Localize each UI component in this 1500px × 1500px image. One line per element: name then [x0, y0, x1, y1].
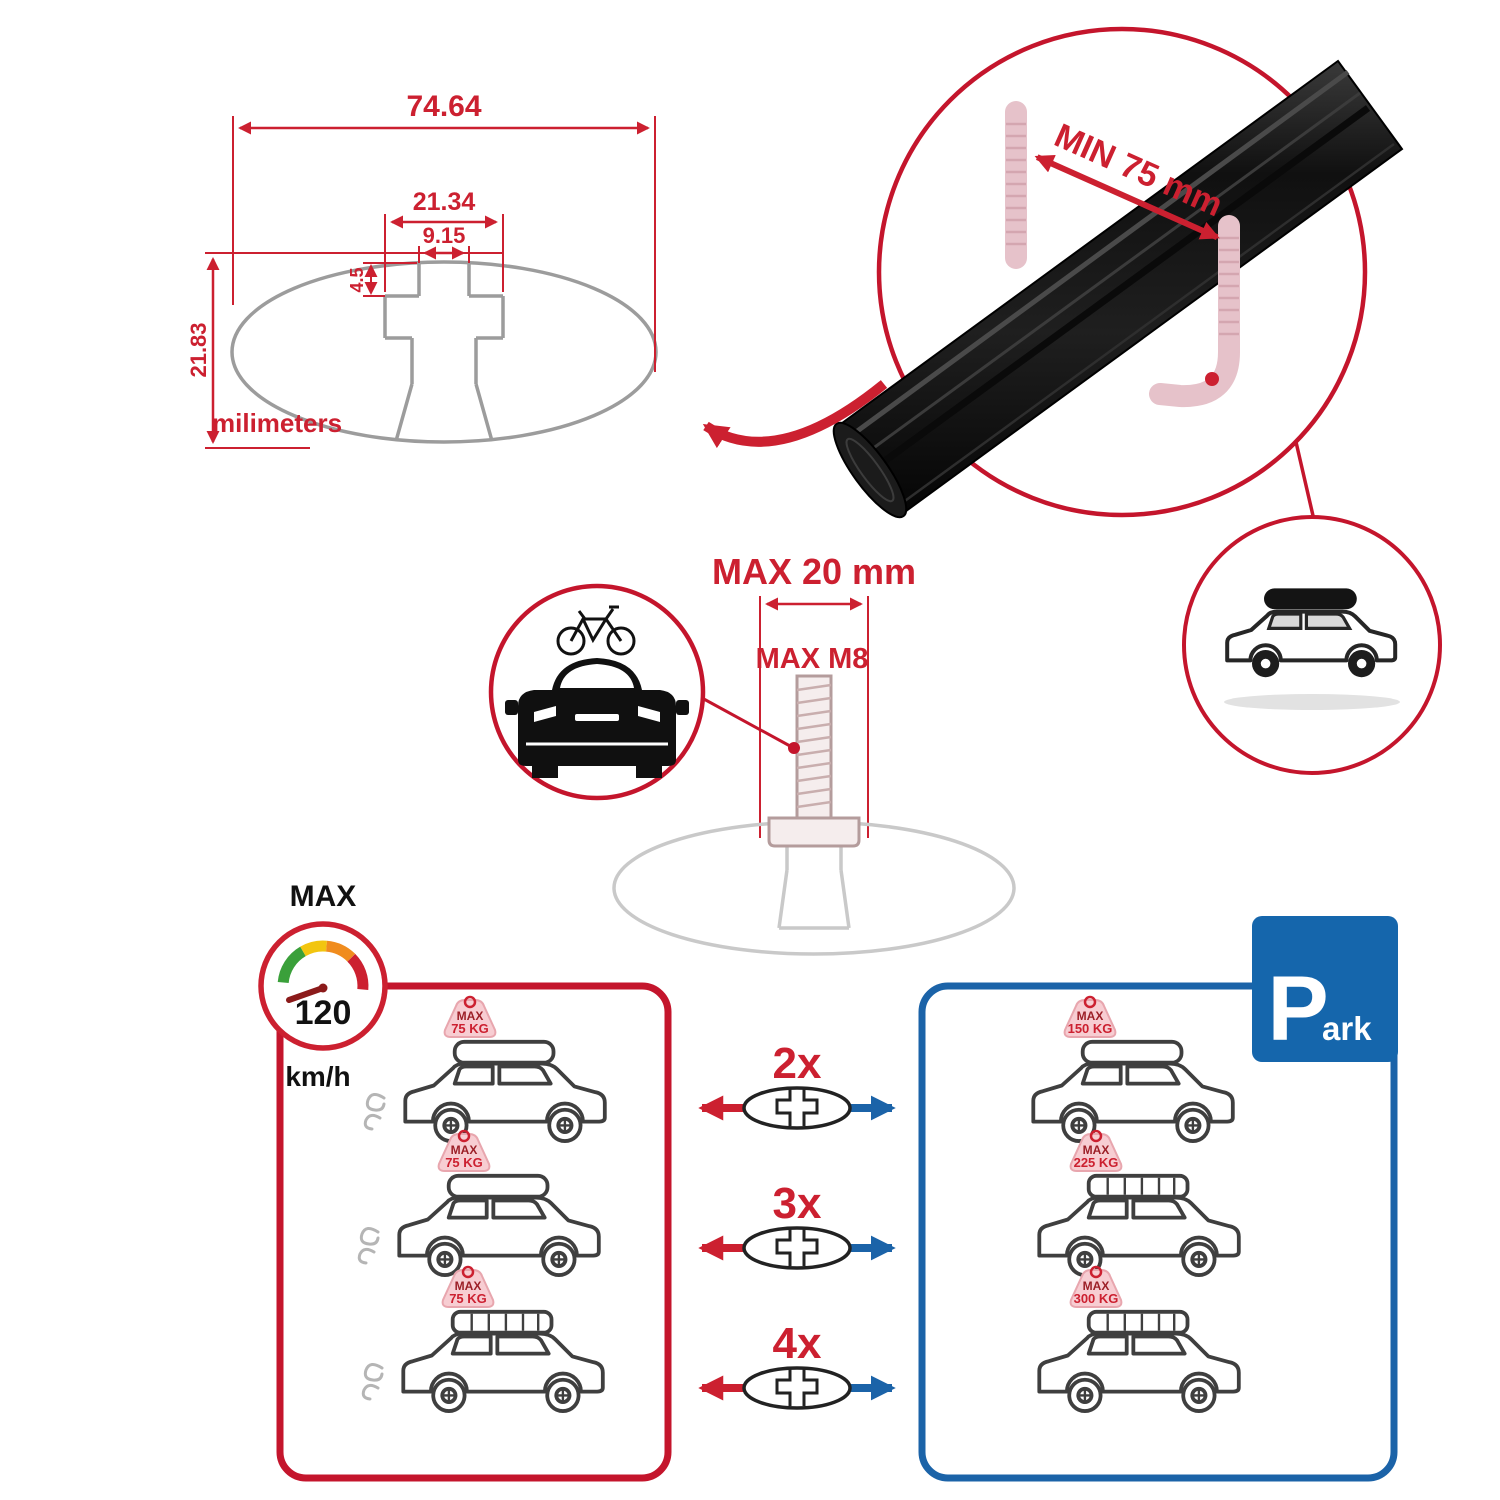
u-bolt-front-icon: [1149, 215, 1240, 408]
tag-label: MAX: [1083, 1279, 1110, 1293]
crossbar-oval-icon: [742, 1226, 852, 1270]
bolt-diagram: MAX 20 mm MAX M8: [612, 551, 1016, 956]
tag-label: MAX: [1077, 1009, 1104, 1023]
tag-value: 75 KG: [445, 1155, 483, 1170]
pointer-arrow-icon: [702, 380, 888, 449]
u-bolt-icon: [1005, 101, 1027, 269]
bike-icon: [556, 605, 636, 656]
tag-value: 300 KG: [1074, 1291, 1119, 1306]
bolt-max-width-label: MAX 20 mm: [712, 551, 916, 592]
dimension-diagram: 74.64 21.34 9.15 4.5 21.83 milimeters: [186, 90, 658, 449]
crossbar-options: 2x 3x 4x: [698, 1039, 896, 1410]
park-sign: P ark: [1252, 916, 1398, 1062]
load-tag: MAX 75 KG: [441, 1265, 495, 1308]
crossbar-oval-icon: [742, 1366, 852, 1410]
crossbar-photo-circle: MIN 75 mm: [832, 26, 1404, 519]
tag-value: 75 KG: [451, 1021, 489, 1036]
load-tag: MAX 75 KG: [443, 995, 497, 1038]
load-tag: MAX 75 KG: [437, 1129, 491, 1172]
unit-label: milimeters: [212, 408, 342, 438]
slot-opening-value: 9.15: [423, 223, 466, 248]
parked-cars: MAX 150 KG MAX 225 KG MAX 300 KG: [1031, 995, 1241, 1413]
suv-roofbox-circle: [1182, 515, 1442, 775]
speed-unit: km/h: [285, 1061, 350, 1092]
crossbar-count-label: 3x: [773, 1179, 822, 1228]
load-tag: MAX 150 KG: [1063, 995, 1117, 1038]
tag-label: MAX: [1083, 1143, 1110, 1157]
bolt-icon: [767, 674, 861, 848]
tag-label: MAX: [457, 1009, 484, 1023]
tag-value: 225 KG: [1074, 1155, 1119, 1170]
car-front-icon: [505, 658, 689, 778]
bike-car-circle: [488, 583, 800, 801]
load-tag: MAX 225 KG: [1069, 1129, 1123, 1172]
crossbar-oval-icon: [742, 1086, 852, 1130]
park-suffix: ark: [1322, 1010, 1372, 1047]
suv-icon: [1225, 588, 1398, 678]
driving-cars: MAX 75 KG MAX 75 KG MAX 75 KG: [357, 995, 607, 1413]
speedometer-icon: MAX 120 km/h: [258, 880, 388, 1092]
tag-label: MAX: [451, 1143, 478, 1157]
slot-outer-value: 21.34: [413, 188, 476, 216]
speed-value: 120: [295, 994, 352, 1032]
load-tag: MAX 300 KG: [1069, 1265, 1123, 1308]
bolt-pointer-line: [701, 696, 791, 748]
lip-depth-value: 4.5: [347, 267, 367, 292]
crossbar-count-label: 2x: [773, 1039, 822, 1088]
circle-connector-line: [1294, 441, 1316, 521]
height-value: 21.83: [186, 322, 211, 377]
bolt-thread-label: MAX M8: [756, 643, 869, 675]
bolt-pointer-dot: [788, 742, 800, 754]
tag-value: 150 KG: [1068, 1021, 1113, 1036]
crossbar-count-label: 4x: [773, 1319, 822, 1368]
tag-label: MAX: [455, 1279, 482, 1293]
park-letter: P: [1267, 958, 1328, 1060]
speed-max-label: MAX: [290, 880, 357, 913]
total-width-value: 74.64: [406, 90, 481, 123]
tag-value: 75 KG: [449, 1291, 487, 1306]
